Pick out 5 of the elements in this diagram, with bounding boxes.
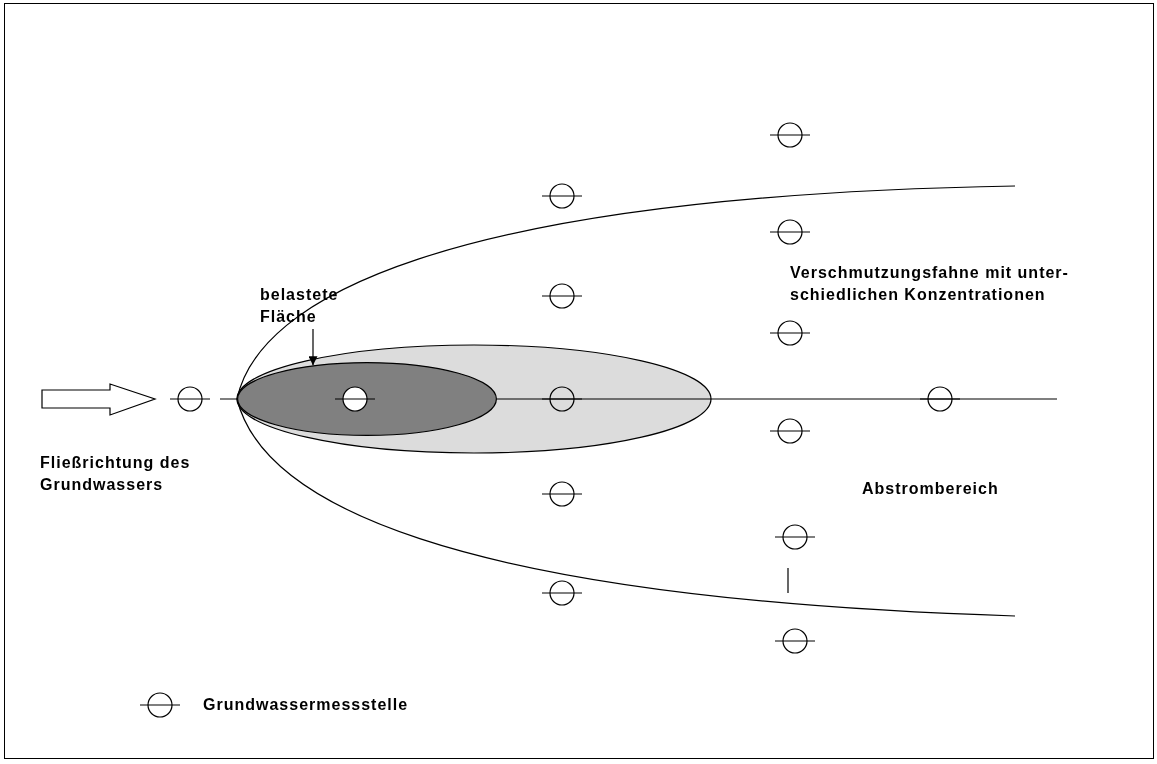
leader-arrow xyxy=(308,328,318,366)
annotation-text: Abstrombereich xyxy=(862,479,1000,499)
legend-label: Grundwassermessstelle xyxy=(203,695,409,715)
annotation-text: Verschmutzungsfahne mit unter-schiedlichen Konzentrationen xyxy=(790,263,1070,305)
annotation-text: Fließrichtung des Grundwassers xyxy=(40,453,192,495)
